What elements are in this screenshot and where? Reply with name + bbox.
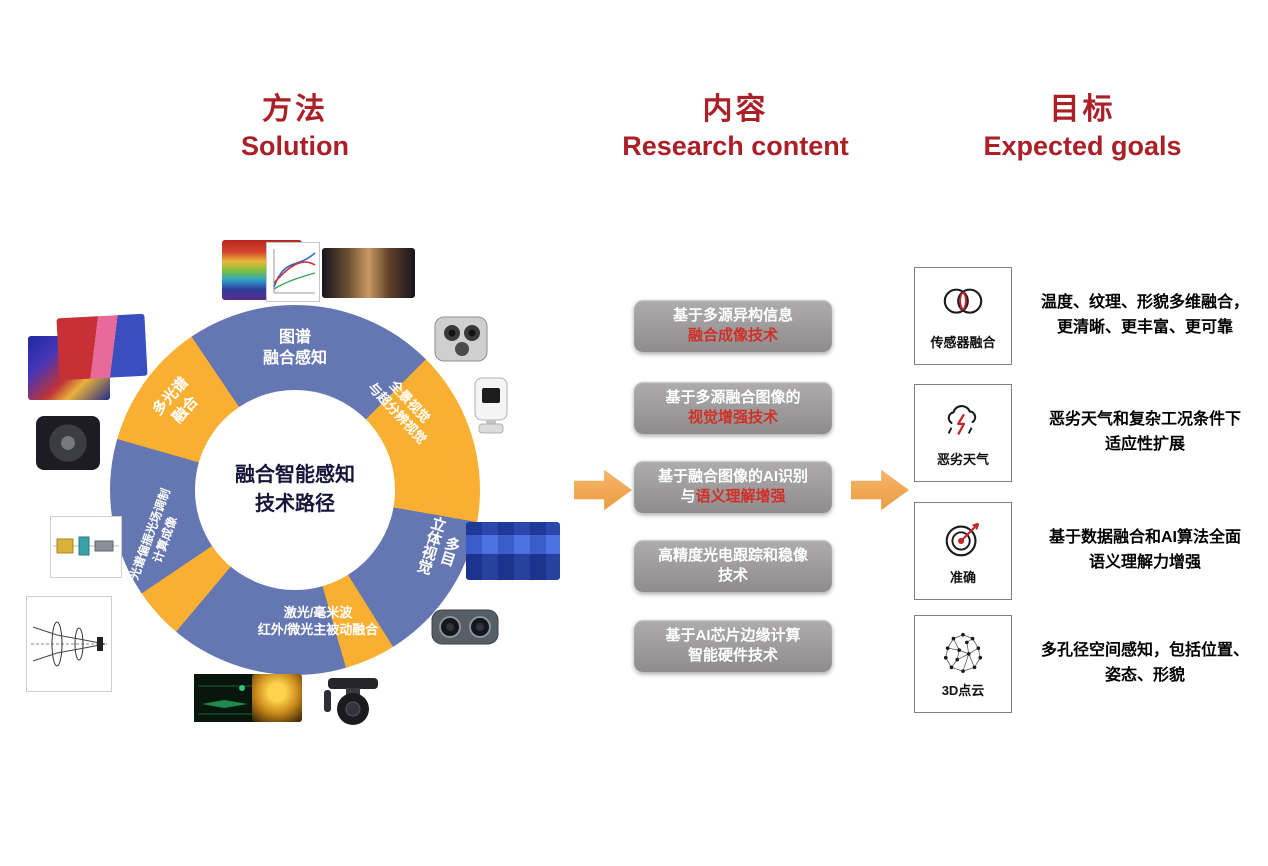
goals-header-en: Expected goals: [983, 131, 1182, 161]
lens-module-image: [36, 416, 100, 470]
ship-radar-display-image: [194, 674, 258, 722]
research-box-line: 融合成像技术: [687, 327, 778, 344]
goals-header: 目标 Expected goals: [935, 84, 1230, 162]
goal-text-accuracy: 基于数据融合和AI算法全面语义理解力增强: [1048, 529, 1241, 571]
stereo-camera-image: [430, 602, 500, 652]
goal-box-point-cloud: 3D点云: [914, 615, 1012, 713]
research-box-line: 技术: [717, 567, 748, 584]
goal-box-sensor-fusion: 传感器融合: [914, 267, 1012, 365]
research-header-en: Research content: [622, 131, 849, 161]
bad-weather-icon: [947, 405, 977, 435]
goal-label: 3D点云: [941, 683, 985, 698]
goal-box-bad-weather: 恶劣天气: [914, 384, 1012, 482]
research-box-line: 基于融合图像的AI识别: [657, 467, 808, 485]
research-box-line: 基于AI芯片边缘计算: [665, 626, 801, 644]
solution-header: 方法 Solution: [175, 84, 415, 162]
solution-header-zh: 方法: [262, 93, 328, 126]
research-box-line: 高精度光电跟踪和稳像: [657, 546, 808, 564]
arrow-solution-to-research: [574, 469, 632, 511]
sensor-fusion-icon: [943, 288, 983, 314]
spectral-curves-chart-image: [266, 242, 320, 302]
thermal-person-image: [252, 674, 302, 722]
goal-text-sensor-fusion: 温度、纹理、形貌多维融合，更清晰、更丰富、更可靠: [1040, 294, 1249, 336]
research-box-visual-enhancement: 基于多源融合图像的 视觉增强技术: [634, 382, 832, 434]
optical-bench-setup-image: [50, 516, 122, 578]
research-box-tracking-stabilization: 高精度光电跟踪和稳像 技术: [634, 540, 832, 592]
research-box-line: 智能硬件技术: [687, 647, 778, 664]
goal-row-sensor-fusion: 传感器融合 温度、纹理、形貌多维融合，更清晰、更丰富、更可靠: [914, 267, 1264, 365]
gimbal-camera-image: [316, 676, 390, 728]
panoramic-tunnel-photo: [322, 248, 415, 298]
goal-box-accuracy: 准确: [914, 502, 1012, 600]
goal-text-point-cloud: 多孔径空间感知，包括位置、姿态、形貌: [1040, 642, 1249, 684]
goal-label: 准确: [949, 570, 976, 585]
ring-label-spectral-polarization: 光谱偏振光场调制 计算成像: [126, 486, 180, 582]
arrow-research-to-goals: [851, 469, 909, 511]
accuracy-target-icon: [945, 522, 980, 557]
point-cloud-icon: [943, 632, 983, 673]
research-box-ai-recognition: 基于融合图像的AI识别 与语义理解增强: [634, 461, 832, 513]
ring-label-map-spectrum-fusion: 图谱 融合感知: [262, 329, 328, 367]
multi-camera-array-image: [430, 310, 492, 367]
goal-row-point-cloud: 3D点云 多孔径空间感知，包括位置、姿态、形貌: [914, 615, 1264, 713]
goal-row-bad-weather: 恶劣天气 恶劣天气和复杂工况条件下适应性扩展: [914, 384, 1264, 482]
goal-row-accuracy: 准确 基于数据融合和AI算法全面语义理解力增强: [914, 502, 1264, 600]
goal-text-bad-weather: 恶劣天气和复杂工况条件下适应性扩展: [1048, 411, 1241, 453]
research-box-line: 基于多源融合图像的: [665, 388, 801, 406]
goals-header-zh: 目标: [1049, 93, 1116, 126]
ring-label-multi-eye-stereo: 多目 立体视觉: [413, 513, 463, 577]
ring-hole: [195, 390, 395, 590]
research-box-line: 基于多源异构信息: [672, 306, 793, 324]
multispectral-strawberries-image: [56, 313, 148, 381]
research-header-zh: 内容: [702, 93, 769, 126]
solution-header-en: Solution: [241, 131, 349, 161]
research-header: 内容 Research content: [588, 84, 883, 162]
optical-lens-diagram: [26, 596, 112, 692]
goal-label: 恶劣天气: [936, 452, 989, 467]
ptz-camera-image: [466, 376, 516, 440]
ring-center-title: 融合智能感知 技术路径: [235, 464, 355, 515]
research-box-line: 视觉增强技术: [687, 409, 778, 426]
research-box-fusion-imaging: 基于多源异构信息 融合成像技术: [634, 300, 832, 352]
research-box-line: 与语义理解增强: [680, 488, 786, 505]
solution-ring: 图谱 融合感知 全景视觉 与超分辨视觉 多目 立体视觉 激光/毫米波 红外/微光…: [110, 305, 480, 675]
research-box-edge-computing: 基于AI芯片边缘计算 智能硬件技术: [634, 620, 832, 672]
ring-label-laser-mmwave-fusion: 激光/毫米波 红外/微光主被动融合: [257, 605, 379, 637]
ring-label-multispectral-fusion: 多光谱 融合: [149, 373, 202, 427]
goal-label: 传感器融合: [930, 335, 996, 350]
depth-fusion-image: [466, 522, 560, 580]
